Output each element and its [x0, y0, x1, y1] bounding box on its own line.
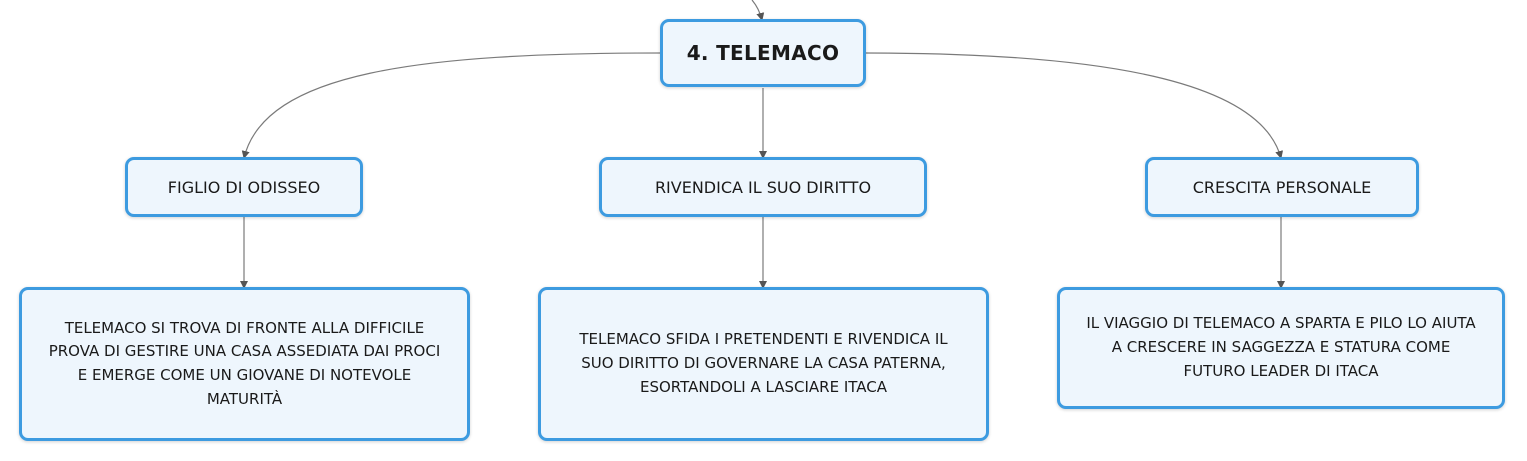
- branch-label: CRESCITA PERSONALE: [1192, 177, 1372, 197]
- root-label: 4. TELEMACO: [686, 41, 840, 65]
- detail-node-rivendica-il-suo-diritto[interactable]: TELEMACO SFIDA I PRETENDENTI E RIVENDICA…: [538, 287, 989, 441]
- detail-node-crescita-personale[interactable]: IL VIAGGIO DI TELEMACO A SPARTA E PILO L…: [1057, 287, 1505, 409]
- detail-line: IL VIAGGIO DI TELEMACO A SPARTA E PILO L…: [1086, 314, 1476, 333]
- branch-label: RIVENDICA IL SUO DIRITTO: [654, 177, 872, 197]
- detail-line: FUTURO LEADER DI ITACA: [1183, 361, 1379, 380]
- detail-line: TELEMACO SI TROVA DI FRONTE ALLA DIFFICI…: [64, 318, 425, 337]
- detail-line: TELEMACO SFIDA I PRETENDENTI E RIVENDICA…: [579, 330, 948, 349]
- detail-node-figlio-di-odisseo[interactable]: TELEMACO SI TROVA DI FRONTE ALLA DIFFICI…: [19, 287, 470, 441]
- detail-line: A CRESCERE IN SAGGEZZA E STATURA COME: [1111, 338, 1451, 357]
- branch-node-figlio-di-odisseo[interactable]: FIGLIO DI ODISSEO: [125, 157, 363, 217]
- detail-text: TELEMACO SI TROVA DI FRONTE ALLA DIFFICI…: [49, 317, 441, 412]
- detail-text: IL VIAGGIO DI TELEMACO A SPARTA E PILO L…: [1086, 312, 1475, 383]
- detail-line: PROVA DI GESTIRE UNA CASA ASSEDIATA DAI …: [48, 342, 441, 361]
- detail-line: E EMERGE COME UN GIOVANE DI NOTEVOLE: [77, 366, 412, 384]
- connector-root-to-crescita: [865, 52, 1284, 159]
- incoming-connector: [751, 0, 765, 21]
- detail-line: MATURITÀ: [206, 389, 283, 408]
- branch-label: FIGLIO DI ODISSEO: [167, 177, 321, 197]
- detail-text: TELEMACO SFIDA I PRETENDENTI E RIVENDICA…: [579, 328, 947, 399]
- branch-node-rivendica-il-suo-diritto[interactable]: RIVENDICA IL SUO DIRITTO: [599, 157, 927, 217]
- detail-line: SUO DIRITTO DI GOVERNARE LA CASA PATERNA…: [581, 354, 946, 373]
- detail-line: ESORTANDOLI A LASCIARE ITACA: [639, 377, 887, 396]
- root-node[interactable]: 4. TELEMACO: [660, 19, 866, 87]
- connector-root-to-figlio: [241, 52, 662, 159]
- branch-node-crescita-personale[interactable]: CRESCITA PERSONALE: [1145, 157, 1419, 217]
